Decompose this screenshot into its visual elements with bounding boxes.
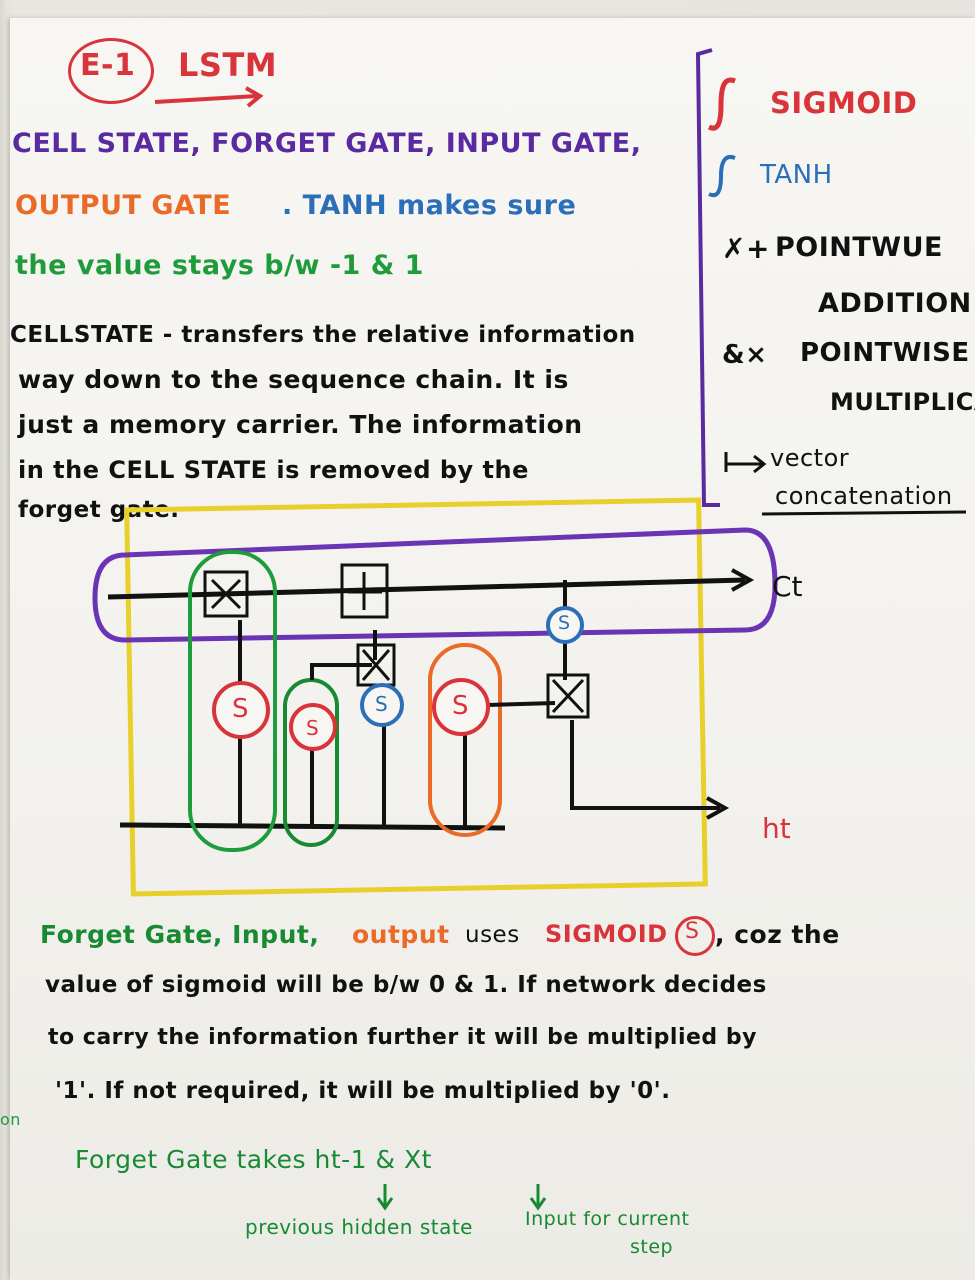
input-tanh-label: S bbox=[375, 692, 388, 716]
output-tanh-circle bbox=[546, 606, 584, 644]
previous-hidden-state-label: previous hidden state bbox=[245, 1215, 473, 1239]
cell-add-box bbox=[340, 563, 389, 619]
page-title: LSTM bbox=[178, 46, 278, 84]
legend-multiplication-label-2: MULTIPLICA bbox=[830, 388, 975, 416]
pointwise-multiplication-icon: &× bbox=[722, 340, 768, 370]
input-sigmoid-circle bbox=[289, 703, 337, 751]
bottom-line-4: '1'. If not required, it will be multipl… bbox=[55, 1078, 671, 1104]
cellstate-line-1: CELLSTATE - transfers the relative infor… bbox=[10, 322, 636, 348]
hidden-input-line bbox=[119, 822, 506, 831]
bottom-line-1d: SIGMOID bbox=[545, 920, 668, 948]
forget-gate-takes-line: Forget Gate takes ht-1 & Xt bbox=[75, 1145, 432, 1174]
legend-vector-label-1: vector bbox=[770, 444, 850, 472]
cellstate-line-2: way down to the sequence chain. It is bbox=[18, 365, 569, 394]
bottom-line-1c: uses bbox=[465, 922, 520, 948]
ct-output-label: Ct bbox=[772, 570, 803, 603]
input-current-label: Input for current bbox=[525, 1208, 690, 1230]
pointer-arrows bbox=[376, 1184, 547, 1211]
title-underline-arrow bbox=[154, 86, 264, 108]
vector-concat-icon bbox=[724, 452, 767, 474]
legend-bracket bbox=[695, 48, 720, 507]
step-label: step bbox=[630, 1236, 674, 1258]
cell-state-arrowhead bbox=[731, 568, 755, 592]
output-tanh-label: S bbox=[558, 612, 571, 634]
badge-label: E-1 bbox=[80, 48, 136, 83]
cell-state-capsule bbox=[92, 527, 778, 643]
forget-sigmoid-label: S bbox=[232, 694, 249, 724]
ht-output-label: ht bbox=[762, 812, 791, 845]
legend-tanh-label: TANH bbox=[760, 160, 833, 190]
bottom-line-1b: output bbox=[352, 920, 450, 949]
bottom-line-1a: Forget Gate, Input, bbox=[40, 920, 320, 949]
legend-vector-label-2: concatenation bbox=[775, 482, 953, 510]
note-line-2b: . TANH makes sure bbox=[282, 190, 577, 221]
output-gate-capsule bbox=[428, 643, 502, 837]
forget-sigmoid-circle bbox=[212, 681, 270, 739]
forget-multiply-box bbox=[203, 570, 249, 618]
sigmoid-inline-label: S bbox=[685, 919, 699, 944]
input-tanh-circle bbox=[360, 683, 404, 727]
paper-sheet bbox=[10, 18, 975, 1280]
cellstate-line-4: in the CELL STATE is removed by the bbox=[18, 456, 529, 484]
input-sigmoid-label: S bbox=[306, 716, 319, 740]
pointwise-addition-icon: ✗+ bbox=[722, 232, 770, 265]
tanh-icon bbox=[708, 155, 736, 198]
note-line-3: the value stays b/w -1 & 1 bbox=[15, 250, 424, 281]
output-sigmoid-circle bbox=[432, 678, 490, 736]
legend-addition-label-1: POINTWUE bbox=[775, 232, 943, 263]
sigmoid-inline-circle bbox=[675, 916, 715, 956]
output-multiply-box bbox=[546, 673, 590, 719]
left-edge-fragment: on bbox=[0, 1110, 21, 1129]
forget-gate-capsule bbox=[188, 550, 277, 852]
legend-addition-label-2: ADDITION bbox=[818, 288, 972, 319]
legend-underline bbox=[761, 510, 967, 516]
note-line-2a: OUTPUT GATE bbox=[15, 190, 232, 221]
legend-sigmoid-label: SIGMOID bbox=[770, 86, 918, 120]
output-sigmoid-label: S bbox=[452, 691, 469, 721]
sigmoid-icon bbox=[707, 77, 736, 131]
legend-multiplication-label-1: POINTWISE bbox=[800, 338, 970, 368]
note-line-1: CELL STATE, FORGET GATE, INPUT GATE, bbox=[12, 128, 642, 159]
cell-boundary-box bbox=[124, 497, 708, 897]
bottom-line-3: to carry the information further it will… bbox=[48, 1025, 757, 1050]
cellstate-line-3: just a memory carrier. The information bbox=[18, 410, 583, 439]
cell-state-line bbox=[107, 577, 746, 600]
bottom-line-1e: , coz the bbox=[715, 920, 840, 949]
bottom-line-2: value of sigmoid will be b/w 0 & 1. If n… bbox=[45, 972, 767, 998]
badge-circle bbox=[68, 38, 154, 104]
